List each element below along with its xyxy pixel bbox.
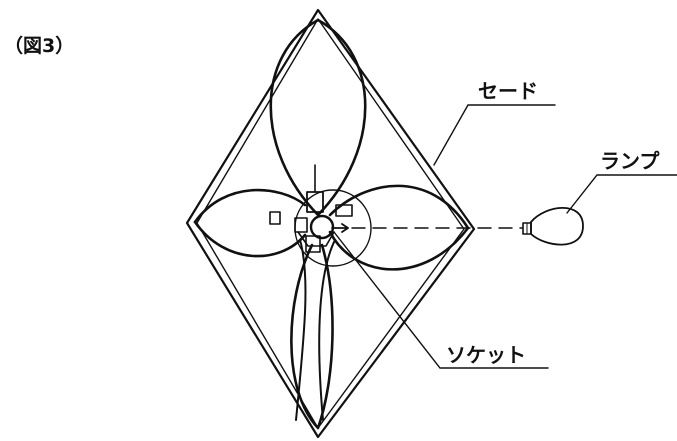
- socket-hub: [309, 214, 335, 240]
- shade-petal-top: [269, 18, 367, 217]
- socket-arrow: [331, 223, 349, 233]
- socket-bracket: [297, 231, 335, 247]
- shade-callout-label: セード: [478, 79, 538, 103]
- shade-petal-bottom: [290, 243, 334, 430]
- shade-leader-line: [433, 104, 556, 166]
- socket-fitting-right: [335, 204, 353, 217]
- lamp-callout-label: ランプ: [600, 149, 660, 173]
- socket-leader-line: [333, 231, 549, 369]
- lamp-leader-line: [566, 174, 677, 214]
- shade-frame-outer: [185, 8, 476, 439]
- shade-petal-left-upper: [193, 188, 307, 224]
- socket-fitting-left: [269, 211, 281, 225]
- socket-fitting-top: [306, 191, 324, 213]
- socket-callout-label: ソケット: [446, 343, 526, 367]
- shade-petal-right-upper: [328, 184, 470, 230]
- lamp-bulb: [530, 206, 584, 246]
- shade-petal-left-lower: [193, 220, 307, 258]
- shade-strand-b: [318, 239, 336, 421]
- shade-strand-a: [295, 239, 307, 421]
- shade-petal-right-lower: [328, 226, 470, 271]
- socket-fitting-mid-left: [294, 217, 308, 233]
- figure-label: （図3）: [4, 34, 74, 57]
